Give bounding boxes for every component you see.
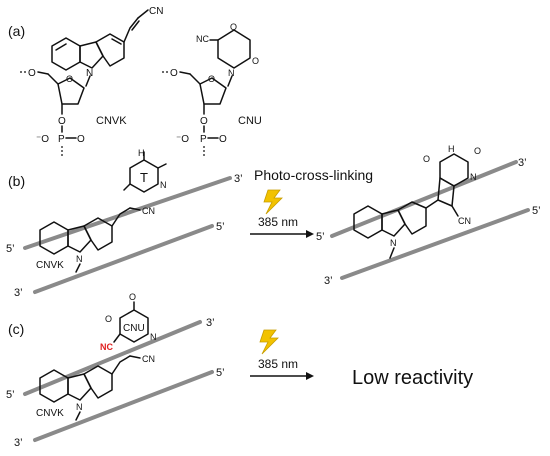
prod-o-right: O: [474, 146, 481, 156]
cnu-nc-text: NC: [196, 34, 209, 44]
strand-c-bottom-3: 3’: [14, 437, 23, 449]
strand-c-top-5: 5’: [6, 389, 15, 401]
cnvk-c-structure: CN N CNVK: [36, 354, 155, 421]
cnu-structure: O O NC N O O O ⁻O P O CNU: [160, 22, 262, 158]
cnvk-po-text: O: [77, 134, 85, 145]
cnu-po-text: O: [219, 134, 227, 145]
strand-c-top-3: 3’: [206, 317, 215, 329]
cnu-5o-text: O: [170, 68, 178, 79]
strand-pb-top-3: 3’: [518, 157, 527, 169]
cnvk-sugar-o-text: O: [66, 74, 73, 84]
strand-pb-top-5: 5’: [316, 231, 325, 243]
panel-b-label: (b): [8, 173, 25, 189]
cnvk-ominus-text: ⁻O: [36, 134, 49, 145]
cnu-o-top: O: [230, 22, 237, 32]
cnvk-b-n: N: [76, 254, 83, 264]
strand-pb-bottom: [340, 208, 530, 280]
cnu-label: CNU: [238, 115, 262, 127]
strand-pb-top: [330, 160, 518, 238]
strand-b-top-3: 3’: [234, 173, 243, 185]
cnu-o-right: O: [252, 56, 259, 66]
strand-c-bottom: [33, 370, 214, 442]
strand-b-bottom-3: 3’: [14, 287, 23, 299]
strand-pb-bottom-3: 3’: [324, 275, 333, 287]
cnvk-label: CNVK: [96, 115, 127, 127]
cnvk-p-text: P: [58, 134, 65, 145]
prod-nh: H: [448, 144, 455, 154]
cnvk-b-label: CNVK: [36, 260, 64, 271]
crosslink-product-structure: O O H N CN N: [353, 144, 481, 259]
reaction-c-arrowhead: [306, 372, 314, 380]
thymine-label: T: [140, 170, 148, 185]
cnvk-c-cn: CN: [142, 354, 155, 364]
strand-c-top: [23, 320, 202, 396]
strand-b-top-5: 5’: [6, 243, 15, 255]
prod-cn: CN: [458, 216, 471, 226]
cnvk-cn-text: CN: [149, 6, 163, 17]
strand-b-bottom: [33, 224, 214, 294]
cnu-c-n: N: [150, 332, 157, 342]
lightning-icon: [259, 329, 279, 355]
strand-c-bottom-5: 5’: [216, 367, 225, 379]
reaction-b-title: Photo-cross-linking: [254, 167, 373, 183]
panel-c-label: (c): [8, 321, 24, 337]
cnu-c-nc-red: NC: [100, 342, 113, 352]
reaction-b-arrowhead: [306, 230, 314, 238]
panel-a-label: (a): [8, 23, 25, 39]
cnvk-3o-text: O: [58, 116, 66, 127]
cnvk-c-label: CNVK: [36, 408, 64, 419]
prod-carbazole-n: N: [390, 238, 397, 248]
lightning-icon: [263, 189, 283, 215]
cnu-c-o-top: O: [129, 292, 136, 302]
reaction-c-wavelength: 385 nm: [258, 357, 298, 371]
cnvk-structure: CN N O O O ⁻O P O CNVK: [18, 6, 163, 158]
cnu-c-label: CNU: [123, 323, 145, 334]
strand-b-bottom-5: 5’: [216, 221, 225, 233]
thymine-structure: T H N: [123, 148, 167, 193]
cnvk-b-structure: CN N CNVK: [36, 206, 155, 273]
cnu-sugar-o-text: O: [208, 74, 215, 84]
thymine-n: N: [160, 180, 167, 190]
cnu-c-o-left: O: [105, 314, 112, 324]
cnvk-5o-text: O: [28, 68, 36, 79]
prod-n: N: [470, 172, 477, 182]
cnvk-c-n: N: [76, 402, 83, 412]
cnu-n-text: N: [228, 68, 235, 78]
prod-o-left: O: [423, 154, 430, 164]
thymine-nh: H: [138, 148, 145, 158]
strand-pb-bottom-5: 5’: [532, 205, 541, 217]
cnu-3o-text: O: [200, 116, 208, 127]
cnu-ominus-text: ⁻O: [176, 134, 189, 145]
cnvk-b-cn: CN: [142, 206, 155, 216]
cnvk-n-text: N: [86, 68, 93, 79]
reaction-c-result: Low reactivity: [352, 367, 473, 389]
cnu-p-text: P: [200, 134, 207, 145]
cnu-c-structure: O O CNU N NC: [100, 292, 157, 352]
strand-b-top: [23, 176, 232, 250]
reaction-b-wavelength: 385 nm: [258, 215, 298, 229]
